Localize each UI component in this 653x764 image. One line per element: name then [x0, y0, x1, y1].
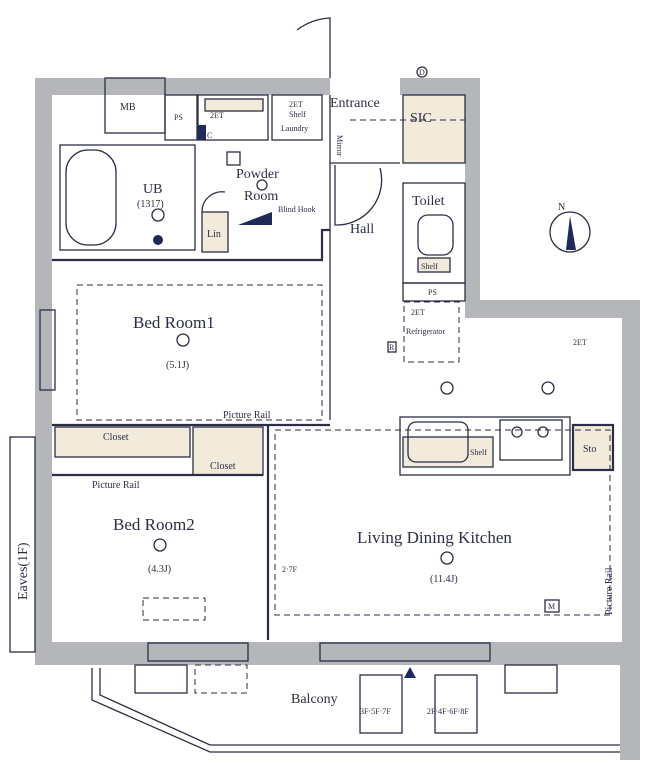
- refrigerator-label: Refrigerator: [406, 327, 445, 336]
- sto-label: Sto: [583, 444, 596, 455]
- c-outlet-icon: [198, 125, 206, 140]
- closet-1: [54, 426, 191, 458]
- closet-label: Closet: [210, 461, 236, 472]
- mirror-label: Mirror: [335, 135, 344, 157]
- hall-label: Hall: [350, 222, 374, 237]
- picture-rail-label: Picture Rail: [604, 567, 615, 615]
- ps-label: PS: [428, 288, 437, 297]
- entrance-label: Entrance: [330, 96, 380, 111]
- et-label: 2ET: [289, 100, 303, 109]
- picture-rail-label: Picture Rail: [92, 480, 140, 491]
- ub-size: (1317): [137, 199, 164, 210]
- hatch-a: [359, 674, 403, 734]
- vent-icon: [226, 151, 241, 166]
- room-label: Room: [244, 189, 278, 204]
- unit-bath: [59, 144, 196, 251]
- interior: [52, 95, 622, 642]
- floors-note: 2·7F: [282, 565, 298, 574]
- storage: [571, 423, 615, 472]
- ps-label: PS: [174, 113, 183, 122]
- d-label: D: [419, 68, 425, 77]
- bedroom1-size: (5.1J): [166, 360, 189, 371]
- c-label: C: [207, 131, 212, 140]
- blind-hook-icon: [238, 212, 272, 225]
- et-label: 2ET: [573, 338, 587, 347]
- toilet-label: Toilet: [412, 194, 445, 209]
- floors-label: 2F·4F·6F·8F: [427, 707, 469, 716]
- kitchen-counter: [399, 416, 571, 476]
- hatch-b: [434, 674, 478, 734]
- eaves: [9, 436, 36, 653]
- lin-label: Lin: [207, 229, 221, 240]
- r-label: R: [389, 343, 395, 352]
- window-bedroom2[interactable]: [147, 642, 249, 662]
- north-arrow-icon: [566, 216, 576, 250]
- m-label: M: [548, 602, 555, 611]
- refrigerator-space: [403, 301, 460, 363]
- north-label: N: [558, 202, 565, 213]
- shelf-label: Shelf: [421, 262, 438, 271]
- blind-hook-label: Blind Hook: [278, 205, 316, 214]
- ldk-label: Living Dining Kitchen: [357, 528, 512, 547]
- entry-arrow-icon: [404, 667, 416, 678]
- entrance-door[interactable]: [296, 17, 331, 78]
- d-marker-icon: [416, 66, 428, 78]
- bedroom2-label: Bed Room2: [113, 515, 195, 534]
- floors-label: 3F·5F·7F: [360, 707, 391, 716]
- sic-label: SIC: [410, 111, 432, 126]
- ldk-size: (11.4J): [430, 574, 458, 585]
- ub-label: UB: [143, 182, 162, 197]
- window-bedroom1[interactable]: [39, 309, 56, 391]
- powder-label: Powder: [236, 167, 279, 182]
- shelf-label: Shelf: [470, 448, 487, 457]
- closet-label: Closet: [103, 432, 129, 443]
- ac-unit: [194, 664, 248, 694]
- sic-closet: [402, 94, 466, 164]
- sink-icon: [407, 421, 469, 463]
- laundry-label: Laundry: [281, 124, 308, 133]
- laundry: [271, 94, 323, 141]
- compass: [549, 211, 591, 253]
- picture-rail-label: Picture Rail: [223, 410, 271, 421]
- linen-closet: [201, 211, 229, 253]
- ac-unit: [134, 664, 188, 694]
- window-ldk[interactable]: [319, 642, 491, 662]
- mb-label: MB: [120, 102, 136, 113]
- shelf-label: Shelf: [289, 110, 306, 119]
- bedroom1-label: Bed Room1: [133, 313, 215, 332]
- balcony-label: Balcony: [291, 692, 338, 707]
- et-label: 2ET: [411, 308, 425, 317]
- ac-unit: [504, 664, 558, 694]
- stove-icon: [499, 419, 563, 461]
- bedroom2-size: (4.3J): [148, 564, 171, 575]
- toilet-icon: [417, 214, 454, 256]
- et-label: 2ET: [210, 111, 224, 120]
- eaves-label: Eaves(1F): [16, 542, 31, 600]
- bathtub: [65, 149, 117, 246]
